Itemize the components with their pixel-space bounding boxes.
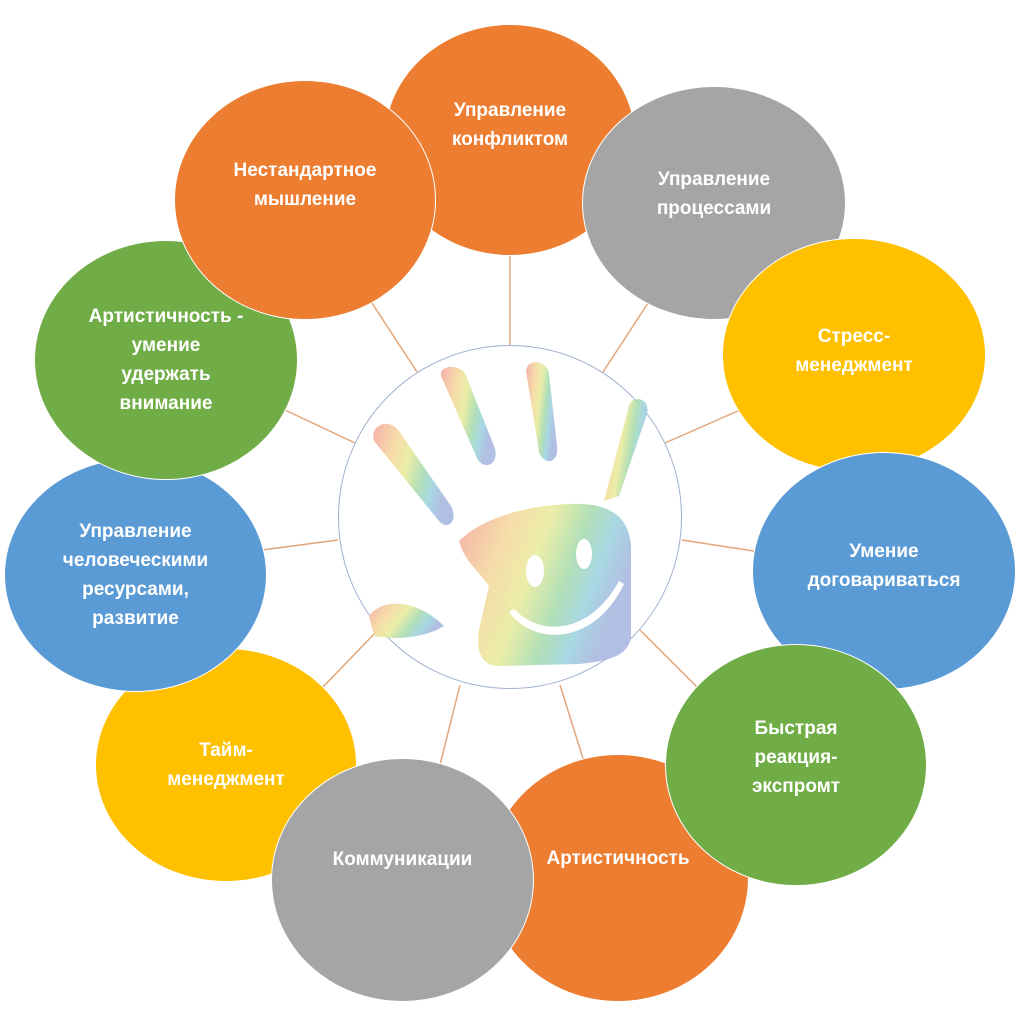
connector-line [681, 539, 761, 553]
connector-line [664, 409, 741, 444]
connector-line [369, 299, 418, 373]
node-label: Нестандартное мышление [233, 160, 377, 210]
node-creative-thinking: Нестандартное мышление [174, 80, 436, 320]
connector-line [439, 684, 461, 766]
node-hr-management: Управление человеческими ресурсами, разв… [4, 458, 267, 692]
node-label: Тайм- менеджмент [167, 740, 285, 790]
node-quick-reaction: Быстрая реакция- экспромт [665, 644, 927, 886]
connector-line [639, 629, 701, 691]
node-label: Стресс- менеджмент [795, 326, 913, 376]
node-label: Артистичность - умение удержать внимание [88, 306, 244, 414]
node-label: Управление процессами [656, 169, 772, 219]
node-label: Умение договариваться [807, 541, 961, 591]
connector-line [261, 539, 339, 551]
node-communications: Коммуникации [271, 758, 534, 1002]
node-artistry-attention: Артистичность - умение удержать внимание [34, 240, 298, 480]
connector-line [319, 629, 379, 691]
node-label: Управление конфликтом [451, 100, 569, 150]
node-process-management: Управление процессами [582, 86, 846, 320]
handprint-smiley-icon [369, 362, 648, 666]
center-circle [338, 345, 682, 689]
node-stress-management: Стресс- менеджмент [722, 238, 986, 472]
node-label: Быстрая реакция- экспромт [751, 717, 841, 797]
connector-line [602, 299, 651, 373]
node-label: Артистичность [546, 847, 690, 869]
connector-line [284, 409, 356, 444]
node-label: Управление человеческими ресурсами, разв… [62, 521, 209, 629]
node-label: Коммуникации [332, 848, 473, 870]
connector-line [559, 684, 586, 766]
